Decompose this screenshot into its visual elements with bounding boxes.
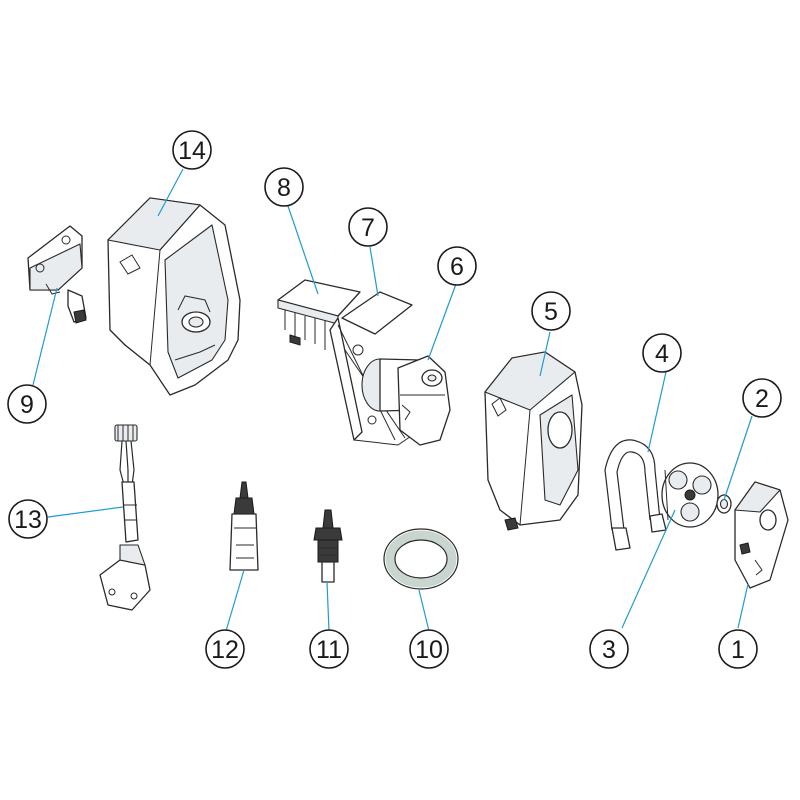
part-8-circuit-board[interactable] — [277, 279, 361, 350]
part-11-injection-valve[interactable] — [313, 509, 343, 583]
callout-4[interactable]: 4 — [642, 333, 682, 373]
part-6-motor[interactable] — [361, 355, 451, 446]
callout-10[interactable]: 10 — [409, 629, 449, 669]
callout-8-label: 8 — [277, 174, 291, 202]
leader-11 — [326, 581, 330, 632]
part-10-tubing-coil[interactable] — [383, 528, 459, 590]
leader-7 — [369, 246, 379, 297]
leader-12 — [225, 569, 245, 632]
callout-14-label: 14 — [178, 137, 206, 165]
leader-6 — [427, 283, 457, 361]
part-4-tube[interactable] — [604, 439, 667, 551]
part-9-bracket[interactable] — [27, 225, 87, 324]
leader-8 — [287, 205, 319, 295]
callout-5-label: 5 — [544, 298, 558, 326]
part-12-filter[interactable] — [229, 481, 259, 571]
callout-1-label: 1 — [731, 636, 745, 664]
leader-lines — [32, 168, 753, 632]
callout-13[interactable]: 13 — [8, 499, 48, 539]
part-3-roller-assembly[interactable] — [661, 462, 719, 528]
callout-7-label: 7 — [361, 214, 375, 242]
leader-5 — [539, 331, 551, 377]
leader-13 — [47, 506, 124, 518]
part-7-control-plate[interactable] — [329, 291, 421, 446]
callout-2-label: 2 — [755, 385, 769, 413]
part-2-washer[interactable] — [716, 494, 732, 514]
leader-3 — [621, 509, 676, 629]
leader-9 — [32, 287, 58, 386]
callout-2[interactable]: 2 — [742, 378, 782, 418]
part-14-housing[interactable] — [107, 197, 241, 396]
callout-1[interactable]: 1 — [718, 629, 758, 669]
callout-3-label: 3 — [602, 636, 616, 664]
callout-6[interactable]: 6 — [437, 246, 477, 286]
callout-3[interactable]: 3 — [589, 629, 629, 669]
callout-8[interactable]: 8 — [264, 167, 304, 207]
callout-5[interactable]: 5 — [531, 291, 571, 331]
part-13-power-cable[interactable] — [99, 424, 151, 611]
callout-12[interactable]: 12 — [205, 629, 245, 669]
callout-14[interactable]: 14 — [172, 130, 212, 170]
callout-11[interactable]: 11 — [309, 629, 349, 669]
leader-2 — [723, 415, 753, 501]
leader-10 — [418, 589, 430, 632]
callout-11-label: 11 — [316, 636, 342, 664]
part-1-rotor-cover[interactable] — [734, 481, 789, 589]
leader-1 — [737, 583, 749, 629]
leader-4 — [647, 371, 667, 453]
callout-13-label: 13 — [14, 506, 42, 534]
leader-14 — [157, 168, 184, 217]
callout-7[interactable]: 7 — [348, 207, 388, 247]
callout-6-label: 6 — [450, 253, 464, 281]
callout-4-label: 4 — [655, 340, 669, 368]
callout-10-label: 10 — [415, 636, 443, 664]
callout-12-label: 12 — [211, 636, 239, 664]
callout-9[interactable]: 9 — [7, 384, 47, 424]
callout-9-label: 9 — [20, 391, 34, 419]
part-5-front-cover[interactable] — [484, 351, 583, 531]
